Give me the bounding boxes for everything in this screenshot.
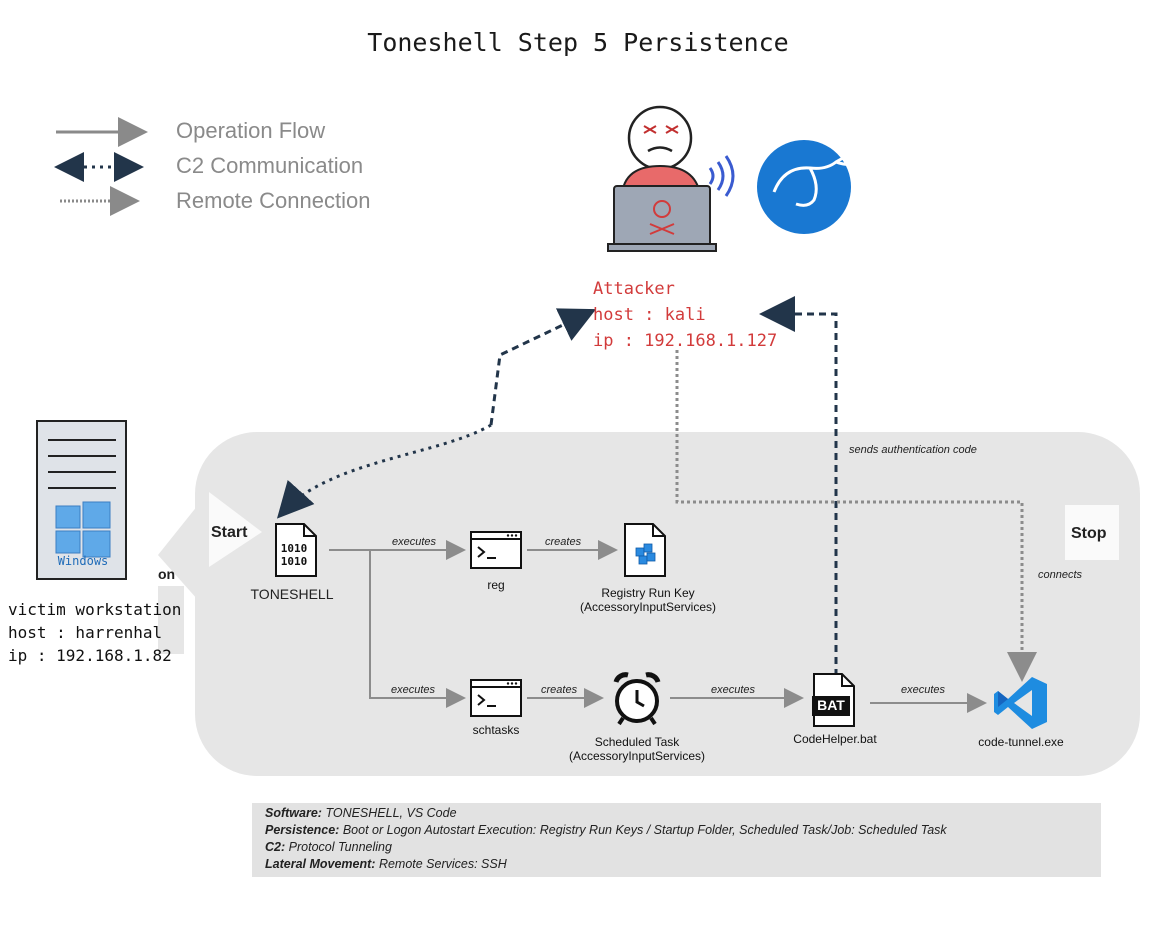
victim-host: host : harrenhal xyxy=(8,623,163,642)
victim-workstation-icon xyxy=(36,420,127,580)
attacker-info: Attacker host : kali ip : 192.168.1.127 xyxy=(593,276,777,354)
info-c2-label: C2: xyxy=(265,840,286,854)
reg-label: reg xyxy=(487,578,505,592)
codehelper-label: CodeHelper.bat xyxy=(793,732,877,746)
victim-title: victim workstation xyxy=(8,600,182,619)
edge-toneshell-schtasks xyxy=(369,550,466,708)
stop-box xyxy=(1065,505,1119,560)
info-box: Software: TONESHELL, VS Code Persistence… xyxy=(252,803,1101,877)
skull-icon xyxy=(649,200,675,235)
alarm-clock-icon xyxy=(613,672,661,726)
victim-info: victim workstation host : harrenhal ip :… xyxy=(8,598,182,667)
attacker-title: Attacker xyxy=(593,279,675,299)
info-software-label: Software: xyxy=(265,806,322,820)
edge-label-creates-key: creates xyxy=(545,536,582,548)
bat-badge: BAT xyxy=(817,697,845,713)
toneshell-file-icon xyxy=(275,523,317,577)
info-c2: C2: Protocol Tunneling xyxy=(265,839,1101,856)
edge-remote-connect xyxy=(675,350,1037,682)
toneshell-label: TONESHELL xyxy=(250,586,334,602)
scheduled-task-label: Scheduled Task (AccessoryInputServices) xyxy=(542,735,732,763)
schtasks-label: schtasks xyxy=(472,723,520,737)
registry-key-icon xyxy=(624,523,666,577)
info-lateral: Lateral Movement: Remote Services: SSH xyxy=(265,856,1101,873)
diagram-title: Toneshell Step 5 Persistence xyxy=(367,28,789,57)
kali-logo-icon xyxy=(757,140,863,234)
edge-label-sends-auth: sends authentication code xyxy=(849,444,977,456)
edge-label-executes-reg: executes xyxy=(392,536,437,548)
info-software: Software: TONESHELL, VS Code xyxy=(265,805,1101,822)
legend-lines xyxy=(54,117,148,216)
edge-c2-toneshell-attacker-upper xyxy=(489,308,597,426)
edge-c2-toneshell-attacker xyxy=(276,423,492,519)
info-persistence: Persistence: Boot or Logon Autostart Exe… xyxy=(265,822,1101,839)
edge-sends-auth xyxy=(759,296,838,688)
registry-key-value: (AccessoryInputServices) xyxy=(579,600,717,614)
wifi-icon xyxy=(708,155,735,197)
info-c2-value: Protocol Tunneling xyxy=(288,840,392,854)
windows-label: Windows xyxy=(57,554,109,568)
windows-logo-icon xyxy=(55,501,111,558)
legend-c2-communication: C2 Communication xyxy=(176,153,364,178)
bat-file-icon xyxy=(812,673,855,727)
toneshell-binary-glyph: 1010 1010 xyxy=(280,542,308,568)
info-persistence-label: Persistence: xyxy=(265,823,340,837)
legend-operation-flow: Operation Flow xyxy=(176,118,326,143)
info-software-value: TONESHELL, VS Code xyxy=(325,806,457,820)
victim-ip: ip : 192.168.1.82 xyxy=(8,646,172,665)
edge-label-executes-bat: executes xyxy=(711,684,756,696)
info-lateral-label: Lateral Movement: xyxy=(265,857,376,871)
victim-partial-label: on xyxy=(158,566,176,582)
info-lateral-value: Remote Services: SSH xyxy=(378,857,507,871)
attacker-head xyxy=(627,105,693,171)
registry-key-label: Registry Run Key (AccessoryInputServices… xyxy=(553,586,743,614)
edge-label-creates-task: creates xyxy=(541,684,578,696)
attacker-illustration xyxy=(607,105,863,252)
edge-label-executes-schtasks: executes xyxy=(391,684,436,696)
attacker-ip: ip : 192.168.1.127 xyxy=(593,331,778,351)
edge-label-executes-tunnel: executes xyxy=(901,684,946,696)
legend-remote-connection: Remote Connection xyxy=(176,188,371,213)
start-pointer xyxy=(209,492,262,567)
code-tunnel-label: code-tunnel.exe xyxy=(978,735,1064,749)
flow-panel xyxy=(195,432,1140,776)
victim-label-bg xyxy=(158,586,184,654)
info-persistence-value: Boot or Logon Autostart Execution: Regis… xyxy=(342,823,947,837)
victim-pointer xyxy=(158,505,198,600)
start-label: Start xyxy=(211,524,248,541)
scheduled-task-name: Scheduled Task xyxy=(594,735,680,749)
edge-label-connects: connects xyxy=(1038,569,1083,581)
registry-key-name: Registry Run Key xyxy=(601,586,695,600)
attacker-host: host : kali xyxy=(593,305,706,325)
scheduled-task-value: (AccessoryInputServices) xyxy=(568,749,706,763)
vscode-icon xyxy=(994,677,1047,729)
schtasks-terminal-icon xyxy=(470,679,522,717)
reg-terminal-icon xyxy=(470,531,522,569)
stop-label: Stop xyxy=(1071,525,1107,542)
